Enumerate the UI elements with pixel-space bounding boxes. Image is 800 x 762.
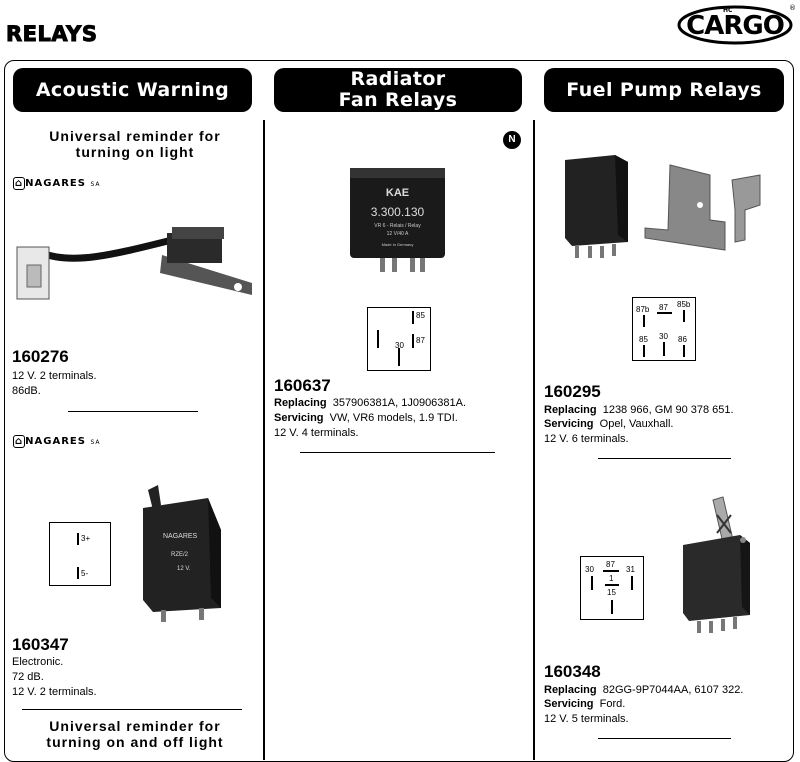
replacing-line: Replacing 1238 966, GM 90 378 651. — [544, 404, 734, 416]
svg-text:NAGARES: NAGARES — [163, 533, 198, 540]
svg-text:HC: HC — [723, 7, 733, 14]
servicing-line: Servicing Ford. — [544, 698, 626, 710]
subtitle: Universal reminder for turning on light — [49, 128, 221, 160]
svg-text:12 V.: 12 V. — [177, 566, 191, 572]
cargo-logo: CARGO HC ® — [677, 4, 795, 45]
part-number: 160348 — [544, 662, 601, 681]
brand-logo: ⌂NAGARES SA — [13, 435, 101, 448]
spec-line: 12 V. 5 terminals. — [544, 713, 629, 725]
page-title: RELAYS — [5, 22, 98, 47]
product-image-relay: KAE 3.300.130 VR 6 - Relais / Relay 12 V… — [350, 168, 445, 258]
spec-line: 72 dB. — [12, 671, 44, 683]
spec-line: Electronic. — [12, 656, 64, 668]
servicing-line: Servicing Opel, Vauxhall. — [544, 418, 674, 430]
new-badge: N — [503, 131, 521, 149]
spec-line: 86dB. — [12, 385, 41, 397]
svg-text:®: ® — [789, 4, 795, 12]
header-fuel-pump-relays: Fuel Pump Relays — [544, 68, 784, 112]
column-divider — [263, 120, 265, 760]
subtitle: Universal reminder for turning on and of… — [46, 718, 224, 750]
wiring-diagram: 3+ 5- — [49, 522, 111, 586]
separator — [22, 709, 242, 710]
product-image-relay-with-bracket — [565, 155, 761, 258]
part-number: 160347 — [12, 635, 69, 654]
product-image-relay-with-bracket — [683, 496, 750, 633]
spec-line: 12 V. 2 terminals. — [12, 686, 97, 698]
svg-text:RZE/2: RZE/2 — [171, 552, 189, 558]
header-radiator-fan-relays: Radiator Fan Relays — [274, 68, 522, 112]
spec-line: 12 V. 4 terminals. — [274, 427, 359, 439]
part-number: 160276 — [12, 347, 69, 366]
replacing-line: Replacing 82GG-9P7044AA, 6107 322. — [544, 684, 744, 696]
replacing-line: Replacing 357906381A, 1J0906381A. — [274, 397, 467, 409]
spec-line: 12 V. 2 terminals. — [12, 370, 97, 382]
header-acoustic-warning: Acoustic Warning — [13, 68, 252, 112]
separator — [68, 411, 198, 412]
separator — [598, 458, 731, 459]
product-image-relay: NAGARES RZE/2 12 V. — [143, 485, 221, 622]
product-image-buzzer — [16, 227, 252, 300]
wiring-diagram: 87b 87 85b 85 30 86 — [632, 297, 696, 361]
separator — [300, 452, 495, 453]
part-number: 160637 — [274, 376, 331, 395]
servicing-line: Servicing VW, VR6 models, 1.9 TDI. — [274, 412, 458, 424]
wiring-diagram: 85 87 30 — [367, 307, 431, 371]
header-line: Radiator — [350, 68, 446, 90]
spec-line: 12 V. 6 terminals. — [544, 433, 629, 445]
svg-text:CARGO: CARGO — [686, 11, 784, 41]
wiring-diagram: 30 87 31 1 15 — [580, 556, 644, 620]
brand-logo: ⌂NAGARES SA — [13, 177, 101, 190]
header-line: Fan Relays — [338, 89, 458, 111]
separator — [598, 738, 731, 739]
column-divider — [533, 120, 535, 760]
part-number: 160295 — [544, 382, 601, 401]
